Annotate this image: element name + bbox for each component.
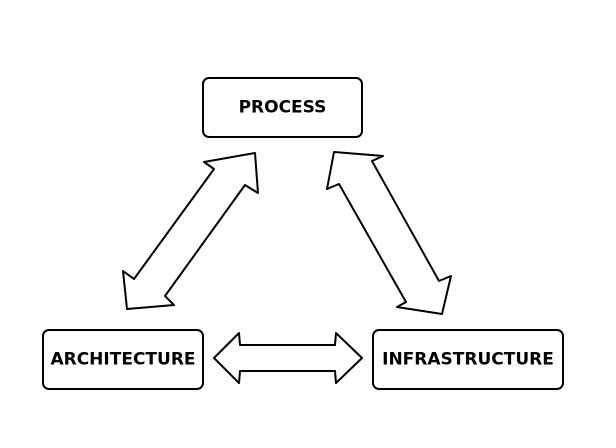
node-infrastructure-label: INFRASTRUCTURE — [382, 350, 554, 370]
node-architecture-box — [42, 329, 204, 390]
node-infrastructure[interactable]: INFRASTRUCTURE — [372, 329, 564, 390]
node-architecture[interactable]: ARCHITECTURE — [42, 329, 204, 390]
node-process-label: PROCESS — [239, 98, 327, 118]
node-process-box — [202, 77, 363, 138]
node-architecture-label: ARCHITECTURE — [50, 350, 195, 370]
arrow-architecture-infrastructure — [213, 332, 363, 384]
node-process[interactable]: PROCESS — [202, 77, 363, 138]
node-infrastructure-box — [372, 329, 564, 390]
arrow-process-infrastructure — [326, 151, 452, 315]
arrow-process-architecture — [122, 152, 259, 310]
